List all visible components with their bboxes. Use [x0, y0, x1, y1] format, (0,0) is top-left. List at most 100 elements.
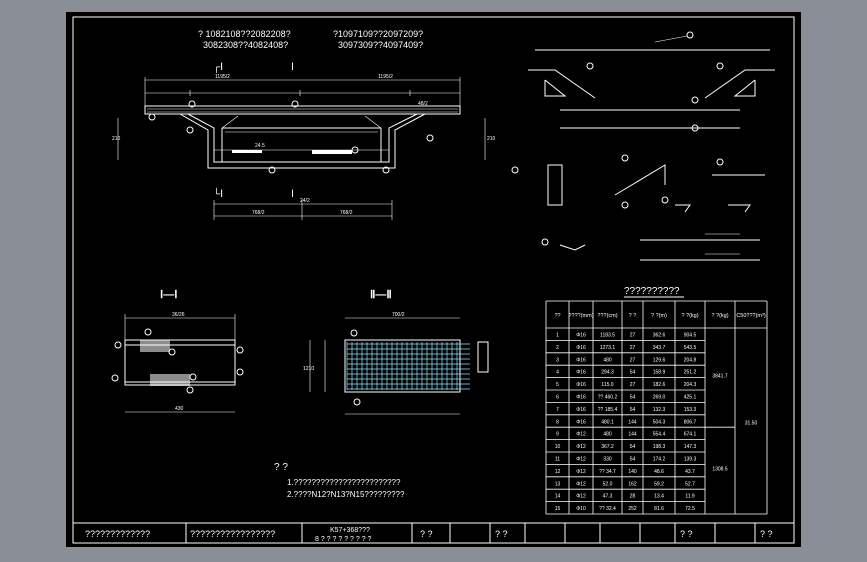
table-cell: 52.7	[685, 481, 695, 487]
section-1-title: Ⅰ—Ⅰ	[160, 289, 178, 301]
sec2-dim-top: 700/2	[392, 312, 405, 318]
header-left-line1: ? 1082108??2082208?	[198, 29, 291, 39]
table-cell: 2	[556, 345, 559, 351]
table-cell: Φ12	[576, 444, 586, 450]
table-cell: Φ12	[576, 481, 586, 487]
dim-bottom-left: 768/2	[252, 210, 265, 216]
table-cell: 806.7	[684, 419, 697, 425]
table-cell: 251.2	[684, 370, 697, 376]
header-right-line1: ?1097109??2097209?	[333, 29, 423, 39]
sec2-dim-side: 1210	[303, 366, 314, 372]
notes: ? ? 1.???????????????????????? 2.????N12…	[274, 462, 405, 499]
table-cell: ?? 185.4	[598, 407, 618, 413]
table-cell: 54	[630, 370, 636, 376]
table-cell: Φ12	[576, 432, 586, 438]
dim-side-left: 210	[112, 136, 121, 142]
table-cell: 12	[555, 469, 561, 475]
table-cell: 59.2	[654, 481, 664, 487]
table-cell: 269.0	[653, 395, 666, 401]
section-2-title: Ⅱ—Ⅱ	[370, 289, 392, 301]
header-right-line2: 3097309??4097409?	[338, 40, 423, 50]
table-cell: 13	[555, 481, 561, 487]
table-cell: 543.5	[684, 345, 697, 351]
table-cell: Φ16	[576, 370, 586, 376]
drawing-sheet	[66, 12, 801, 547]
sec1-dim-top: 36/26	[172, 312, 185, 318]
table-cell: 6	[556, 395, 559, 401]
table-cell: 504.3	[653, 419, 666, 425]
table-cell: 252	[628, 506, 637, 512]
notes-line-1: 1.????????????????????????	[287, 478, 401, 487]
table-header-cell: ???(cm)	[597, 313, 617, 319]
title-cell-4: ? ?	[420, 529, 433, 539]
table-cell: 8	[556, 419, 559, 425]
main-cross-section: ┌Ⅰ Ⅰ └Ⅰ Ⅰ 1195/2 1195/2 210	[112, 62, 496, 220]
section-1: Ⅰ—Ⅰ 36/26 430	[111, 289, 244, 413]
table-header-cell: ??	[554, 313, 560, 319]
header: ? 1082108??2082208? 3082308??4082408? ?1…	[198, 29, 423, 50]
table-cell: 115.0	[601, 382, 613, 388]
table-cell: 1183.5	[600, 333, 615, 339]
table-cell: 48.6	[654, 469, 664, 475]
table-cell: ?? 34.7	[599, 469, 616, 475]
table-cell: Φ16	[576, 395, 586, 401]
table-cell: 11	[555, 457, 560, 463]
table-header-cell: ? ?	[629, 313, 637, 319]
table-cell: 27	[630, 357, 636, 363]
table-cell: 343.7	[653, 345, 666, 351]
table-cell: 674.1	[684, 432, 697, 438]
table-cell: 367.2	[601, 444, 614, 450]
table-cell: 129.6	[653, 357, 666, 363]
dim-bottom-right: 768/2	[340, 210, 353, 216]
material-table: ?????????? ??????(mm)???(cm)? ?? ?(m)? ?…	[545, 286, 768, 515]
table-header-cell: ? ?(kg)	[681, 313, 698, 319]
table-cell: 54	[630, 457, 636, 463]
table-cell: 27	[630, 345, 636, 351]
table-cell: 140	[628, 469, 637, 475]
table-cell: 204.8	[684, 357, 697, 363]
header-left-line2: 3082308??4082408?	[203, 40, 288, 50]
table-cell: 158.9	[653, 370, 666, 376]
table-cell: ?? 32.4	[599, 506, 616, 512]
section-mark-top-mid: Ⅰ	[291, 62, 294, 73]
table-total-concrete: 31.50	[745, 421, 758, 427]
table-cell: ?? 460.2	[598, 395, 618, 401]
table-cell: 182.6	[653, 382, 666, 388]
rebar-details	[511, 31, 775, 261]
table-cell: 10	[555, 444, 561, 450]
table-cell: 3	[556, 357, 559, 363]
table-cell: 52.0	[603, 481, 613, 487]
table-cell: Φ10	[576, 506, 586, 512]
title-cell-2: ?????????????????	[190, 529, 275, 539]
table-cell: 153.3	[684, 407, 697, 413]
table-cell: 480	[603, 432, 612, 438]
table-cell: 480	[603, 357, 612, 363]
dim-side-right: 210	[487, 136, 496, 142]
table-cell: 81.6	[654, 506, 664, 512]
table-total-a: 3841.7	[712, 374, 728, 380]
section-mark-bottom-left: └Ⅰ	[213, 187, 223, 200]
table-cell: 362.6	[653, 333, 666, 339]
table-cell: 47.3	[603, 494, 613, 500]
table-cell: Φ16	[576, 357, 586, 363]
notes-title: ? ?	[274, 462, 288, 473]
table-cell: 204.3	[684, 382, 697, 388]
title-cell-7: ? ?	[760, 529, 773, 539]
dim-overall-left: 1195/2	[215, 74, 230, 80]
section-2: Ⅱ—Ⅱ 700/2 1210	[303, 289, 489, 415]
table-cell: 294.3	[601, 370, 614, 376]
title-cell-3-top: K57+368???	[330, 527, 370, 534]
table-cell: 54	[630, 395, 636, 401]
table-cell: 1273.1	[600, 345, 616, 351]
table-total-b: 1308.5	[712, 467, 728, 473]
table-cell: Φ16	[576, 419, 586, 425]
title-cell-1: ?????????????	[85, 529, 150, 539]
table-cell: 162	[628, 481, 637, 487]
table-cell: 13.4	[654, 494, 664, 500]
table-cell: 174.2	[653, 457, 666, 463]
table-header-cell: C50???(m³)	[736, 313, 766, 319]
table-cell: 27	[630, 333, 636, 339]
table-cell: 144	[628, 419, 637, 425]
table-cell: 330	[603, 457, 612, 463]
table-cell: 54	[630, 444, 636, 450]
